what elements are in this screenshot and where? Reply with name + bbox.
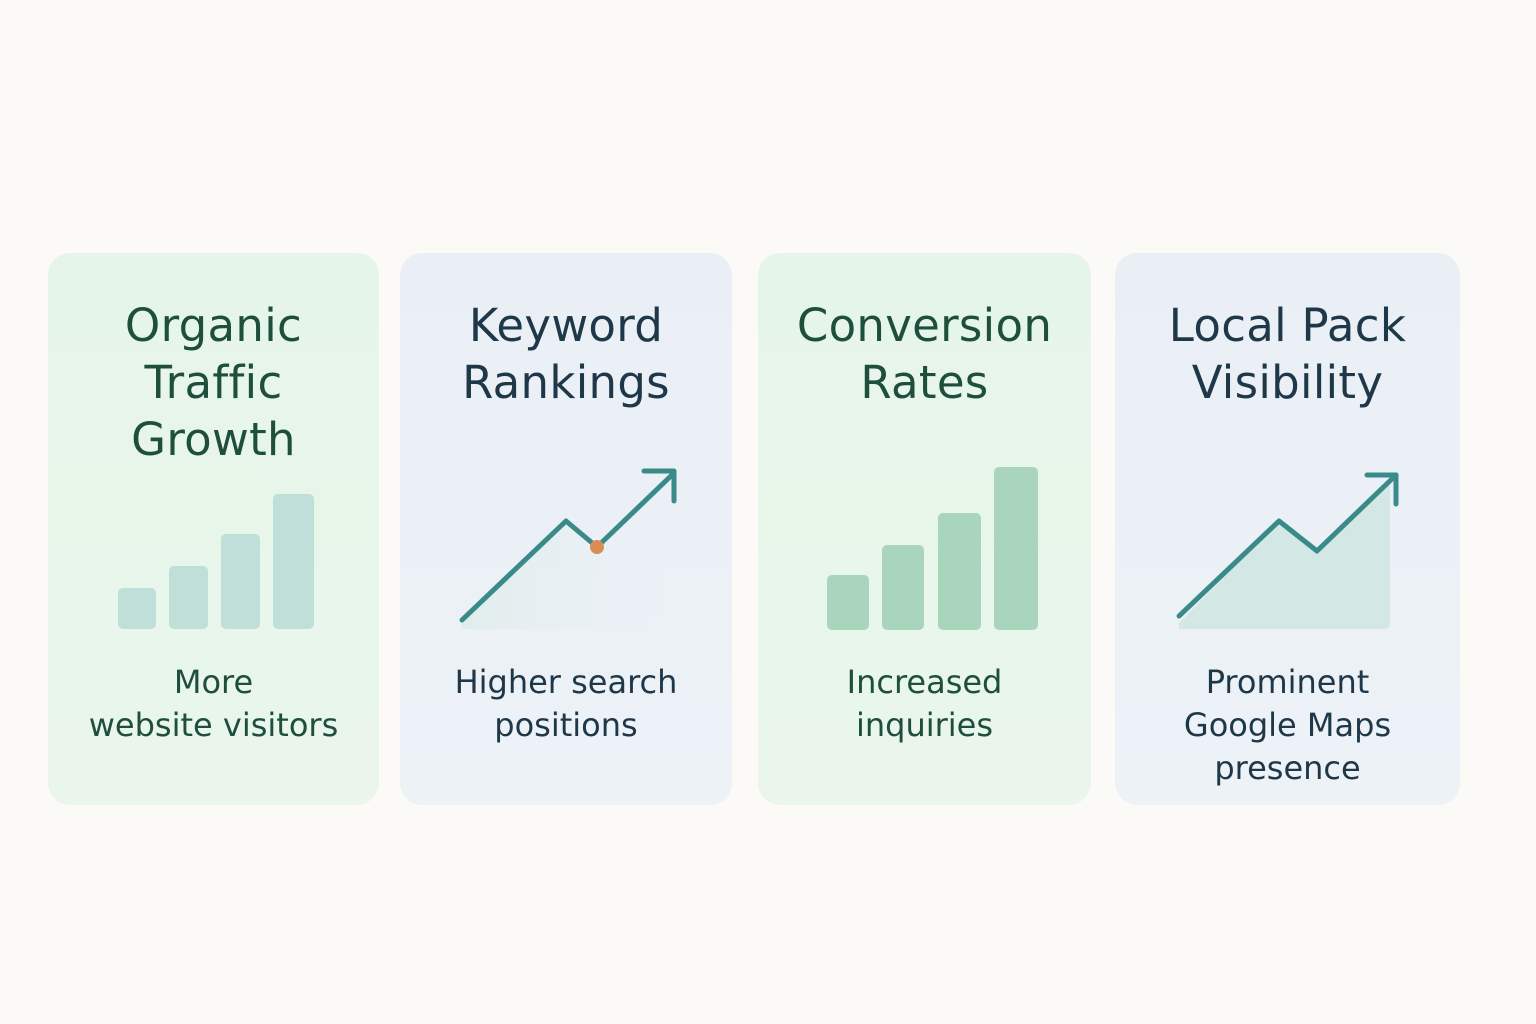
card-subtitle: Higher search positions <box>454 663 678 744</box>
card-title: Local Pack Visibility <box>1168 299 1407 409</box>
card-subtitle: More website visitors <box>88 663 339 744</box>
trend-line <box>1176 472 1399 619</box>
card-subtitle: Increased inquiries <box>846 663 1003 744</box>
bar <box>994 467 1038 630</box>
bar <box>169 566 208 629</box>
card-local-pack-visibility: Local Pack Visibility Prominent Google M… <box>1115 253 1460 805</box>
card-conversion-rates: Conversion Rates Increased inquiries <box>758 253 1091 805</box>
arrow-head <box>1364 472 1399 507</box>
bar <box>118 588 156 629</box>
card-title: Keyword Rankings <box>462 299 670 409</box>
bar <box>882 545 924 630</box>
bar-chart-icon <box>827 467 1038 630</box>
trend-arrow-icon <box>459 468 677 629</box>
bar <box>827 575 869 630</box>
trend-area <box>1179 481 1390 629</box>
card-title: Organic Traffic Growth <box>124 299 303 466</box>
trend-area <box>462 473 674 629</box>
area-trend-icon <box>1176 472 1399 629</box>
card-subtitle: Prominent Google Maps presence <box>1183 663 1392 787</box>
highlight-point <box>590 540 604 554</box>
bar <box>273 494 314 629</box>
bar <box>221 534 260 629</box>
card-organic-traffic: Organic Traffic Growth More website visi… <box>48 253 379 805</box>
card-title: Conversion Rates <box>796 299 1053 409</box>
card-keyword-rankings: Keyword Rankings Higher search positions <box>400 253 732 805</box>
bar-chart-icon <box>118 494 314 629</box>
arrow-head <box>641 468 677 504</box>
bar <box>938 513 981 630</box>
trend-line <box>459 470 677 623</box>
